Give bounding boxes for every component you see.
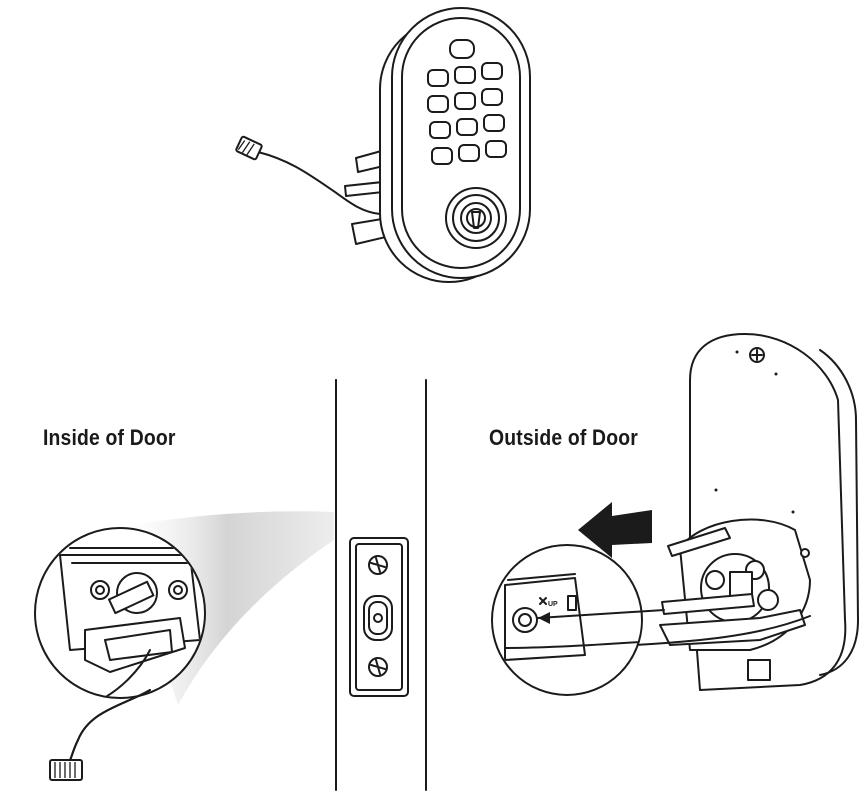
cable-connector-icon — [235, 135, 263, 161]
latch-plate-icon — [349, 537, 409, 697]
outside-of-door-label: Outside of Door — [489, 425, 638, 450]
arrow-left-icon — [578, 502, 652, 558]
inside-magnifier — [34, 511, 334, 781]
inside-of-door-label: Inside of Door — [43, 425, 176, 450]
cable-connector-icon — [49, 759, 83, 781]
svg-text:UP: UP — [548, 601, 558, 608]
door-edge-icon — [335, 379, 427, 791]
keypad-lock-icon — [235, 7, 531, 283]
outside-assembly: UP — [491, 333, 859, 696]
